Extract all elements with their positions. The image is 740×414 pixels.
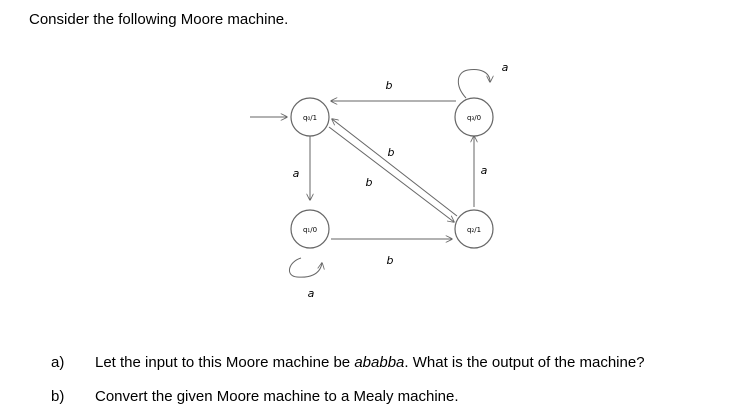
question-a-text: Let the input to this Moore machine be a… [95,354,645,371]
question-a-emphasis: ababba [354,354,405,371]
state-q1: q₁/0 [290,209,330,249]
loop-q1 [289,257,322,278]
state-q0: q₀/1 [290,97,330,137]
question-b-label: b) [51,388,65,405]
state-q2-label: q₂/1 [467,226,481,234]
edge-label-q2-q3: a [481,164,488,177]
edge-label-q1-q2: b [387,254,394,267]
question-a-text-after: . What is the output of the machine? [404,354,645,371]
edge-label-q2-q0: b [388,146,395,159]
question-a-label: a) [51,354,65,371]
state-q3-label: q₃/0 [467,114,481,122]
edge-label-q0-q1: a [293,167,300,180]
edge-label-q3-loop: a [502,61,509,74]
state-q0-label: q₀/1 [303,114,317,122]
question-b-text-before: Convert the given Moore machine to a Mea… [95,388,459,405]
state-q2: q₂/1 [454,209,494,249]
edge-q2-q0 [332,119,458,217]
state-q3: q₃/0 [454,97,494,137]
edge-label-q0-q2: b [366,176,373,189]
edge-label-q1-loop: a [308,287,315,300]
intro-text: Consider the following Moore machine. [29,11,289,28]
edge-label-q3-q0: b [386,79,393,92]
state-q1-label: q₁/0 [303,226,317,234]
edge-q0-q2 [328,126,454,222]
question-a-text-before: Let the input to this Moore machine be [95,354,355,371]
loop-q3 [457,69,490,99]
question-b-text: Convert the given Moore machine to a Mea… [95,388,459,405]
